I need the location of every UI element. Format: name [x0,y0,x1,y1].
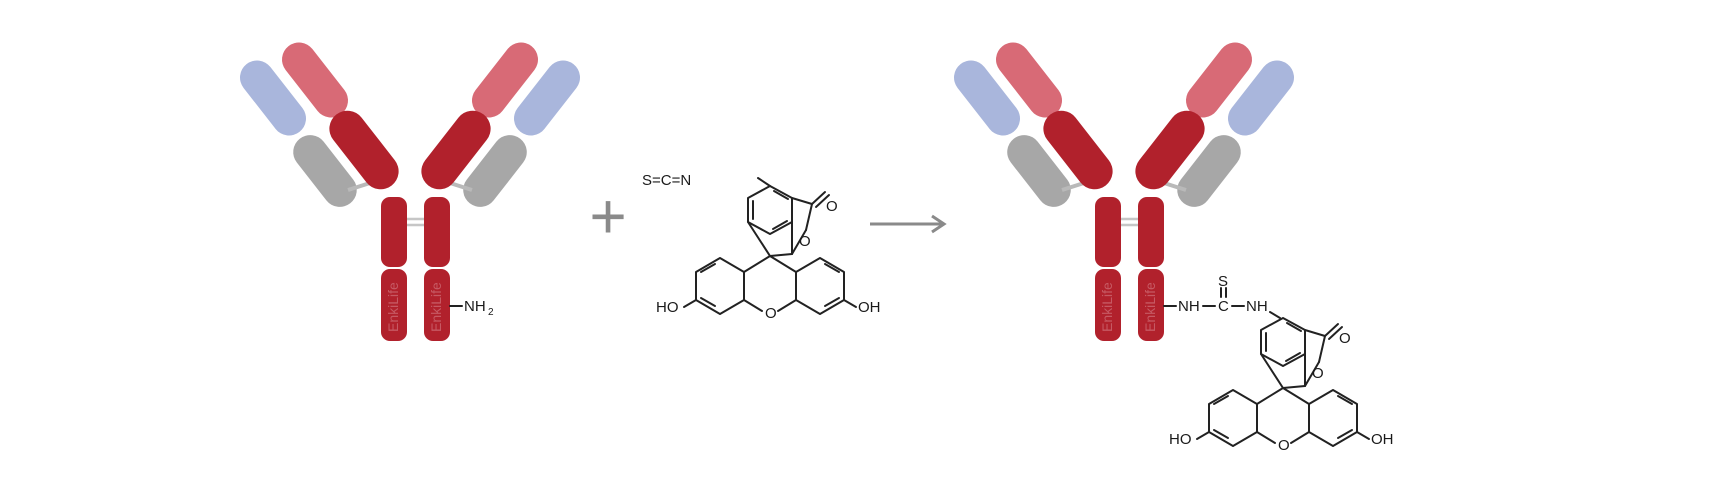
linker-nh-right: NH [1246,298,1268,315]
reaction-arrow-icon [870,214,947,234]
fitc-hydroxyl-right: OH [858,299,881,316]
amine-label: NH [464,298,486,315]
product-antibody [945,33,1303,343]
product-hydroxyl-right: OH [1371,431,1394,448]
linker-sulfur: S [1218,273,1228,290]
amine-group: NH 2 [449,298,494,318]
product-xanthene-oxygen: O [1278,437,1290,454]
reactant-antibody [231,33,589,343]
fitc-lactone-oxygen: O [799,233,811,250]
product-carbonyl-oxygen: O [1339,330,1351,347]
product-heavy-chain-label-right: EnkiLife [1142,282,1158,332]
reactant-heavy-chain-label-left: EnkiLife [385,282,401,332]
product-heavy-chain-label-left: EnkiLife [1099,282,1115,332]
product-lactone-oxygen: O [1312,365,1324,382]
isothiocyanate-label: S=C=N [642,172,691,189]
plus-sign: + [589,180,626,252]
fitc-hydroxyl-left: HO [656,299,679,316]
fitc-xanthene-oxygen: O [765,305,777,322]
product-hydroxyl-left: HO [1169,431,1192,448]
amine-subscript: 2 [488,307,494,318]
reactant-heavy-chain-label-right: EnkiLife [428,282,444,332]
linker-carbon: C [1218,298,1229,315]
thiourea-linker: NH C S NH [1163,273,1281,319]
fitc-carbonyl-oxygen: O [826,198,838,215]
linker-nh-left: NH [1178,298,1200,315]
fitc-molecule [683,177,857,315]
